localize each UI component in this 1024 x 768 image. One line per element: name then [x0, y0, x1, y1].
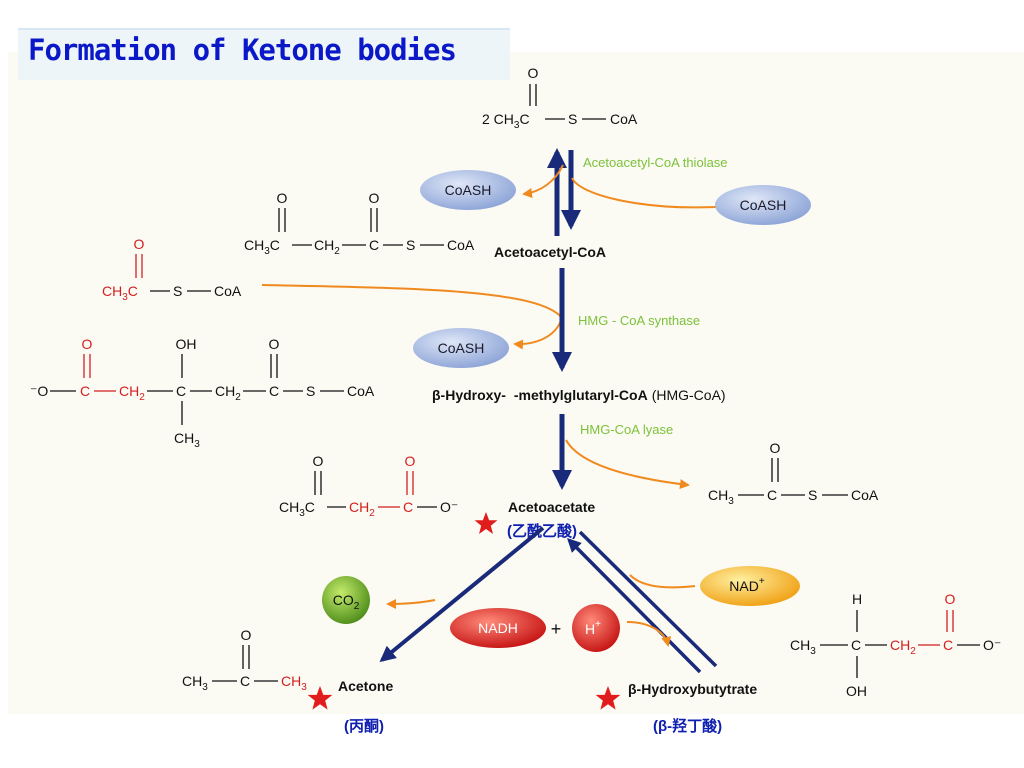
plus-sign: + [551, 619, 562, 639]
svg-text:OH: OH [846, 683, 867, 699]
enzyme-hmg-synthase: HMG - CoA synthase [578, 313, 700, 328]
acetyl-coa-released-structure: O CH3 C S CoA [708, 440, 879, 507]
hydroxybutyrate-label: β-Hydroxybutytrate [628, 681, 757, 697]
nadh-cofactor: NADH [450, 608, 546, 648]
title-box [18, 28, 510, 80]
coash-cofactor-left: CoASH [420, 170, 516, 210]
svg-text:O: O [241, 627, 252, 643]
svg-text:O: O [82, 336, 93, 352]
svg-text:CH3C: CH3C [279, 499, 315, 519]
svg-text:CH2: CH2 [119, 383, 145, 403]
svg-text:C: C [403, 499, 413, 515]
svg-text:CH3: CH3 [182, 673, 208, 693]
svg-text:S: S [306, 383, 315, 399]
nad-plus-cofactor: NAD+ [700, 566, 800, 606]
svg-text:C: C [269, 383, 279, 399]
slide-title: Formation of Ketone bodies [28, 33, 457, 67]
svg-text:CH3: CH3 [790, 637, 816, 657]
svg-text:C: C [240, 673, 250, 689]
reduction-arrow-reverse [567, 538, 702, 674]
svg-text:O: O [369, 190, 380, 206]
acetoacetate-label: Acetoacetate [508, 499, 595, 515]
svg-text:S: S [406, 237, 415, 253]
svg-text:CoASH: CoASH [438, 340, 485, 356]
svg-text:CoA: CoA [347, 383, 375, 399]
acetoacetate-structure: O O CH3C CH2 C O⁻ [279, 453, 458, 519]
proton-cofactor: H+ [572, 604, 620, 652]
hmg-coa-label: β-Hydroxy--methylglutaryl-CoA(HMG-CoA) [432, 387, 726, 403]
hmg-coa-structure: O OH O ⁻O C CH2 C CH2 C S CoA CH3 [30, 336, 375, 450]
svg-text:C: C [851, 637, 861, 653]
svg-text:CH3: CH3 [174, 430, 200, 450]
coash-cofactor-synthase: CoASH [413, 328, 509, 368]
svg-text:CoA: CoA [447, 237, 475, 253]
svg-text:CoA: CoA [610, 111, 638, 127]
svg-text:O: O [269, 336, 280, 352]
acetyl-coa-red-structure: O CH3C S CoA [102, 236, 242, 303]
svg-text:CH2: CH2 [349, 499, 375, 519]
formula-text: 2 CH3C [482, 111, 530, 131]
svg-text:S: S [808, 487, 817, 503]
svg-text:CH3: CH3 [281, 673, 307, 693]
svg-text:CH3C: CH3C [102, 283, 138, 303]
star-acetoacetate [474, 512, 498, 534]
svg-text:CoASH: CoASH [445, 182, 492, 198]
svg-text:C: C [943, 637, 953, 653]
svg-text:O: O [945, 591, 956, 607]
svg-text:CH2: CH2 [314, 237, 340, 257]
svg-text:H+: H+ [585, 619, 601, 637]
svg-text:O: O [405, 453, 416, 469]
svg-text:O⁻: O⁻ [440, 499, 458, 515]
coash-cofactor-right: CoASH [715, 185, 811, 225]
svg-text:C: C [80, 383, 90, 399]
svg-text:CH3C: CH3C [244, 237, 280, 257]
svg-text:O: O [134, 236, 145, 252]
co2-cofactor: CO2 [322, 576, 370, 624]
svg-text:C: C [767, 487, 777, 503]
diagram-background-panel [8, 52, 1024, 714]
svg-text:CH2: CH2 [215, 383, 241, 403]
svg-text:C: C [176, 383, 186, 399]
svg-text:CH2: CH2 [890, 637, 916, 657]
acetone-label: Acetone [338, 678, 393, 694]
svg-text:CO2: CO2 [333, 592, 360, 612]
svg-text:⁻O: ⁻O [30, 383, 48, 399]
svg-text:CoA: CoA [214, 283, 242, 299]
svg-text:OH: OH [176, 336, 197, 352]
decarboxylation-arrow [379, 526, 545, 663]
svg-text:NAD+: NAD+ [729, 576, 765, 594]
svg-text:C: C [369, 237, 379, 253]
enzyme-hmg-lyase: HMG-CoA lyase [580, 422, 673, 437]
reduction-arrow-forward [578, 530, 718, 668]
svg-text:O: O [313, 453, 324, 469]
hydroxybutyrate-structure: H O CH3 C CH2 C O⁻ OH [790, 591, 1001, 699]
svg-text:O: O [770, 440, 781, 456]
svg-text:CoASH: CoASH [740, 197, 787, 213]
svg-text:O: O [277, 190, 288, 206]
acetone-chinese-label: (丙酮) [344, 718, 384, 735]
acetoacetyl-coa-label: Acetoacetyl-CoA [494, 244, 606, 260]
hydroxybutyrate-chinese-label: (β-羟丁酸) [653, 717, 722, 735]
svg-text:O⁻: O⁻ [983, 637, 1001, 653]
acetone-structure: O CH3 C CH3 [182, 627, 307, 693]
svg-text:CoA: CoA [851, 487, 879, 503]
enzyme-thiolase: Acetoacetyl-CoA thiolase [583, 155, 728, 170]
svg-text:S: S [568, 111, 577, 127]
star-hydroxybutyrate [595, 686, 621, 710]
star-acetone [307, 686, 333, 710]
acetoacetyl-coa-structure: O O CH3C CH2 C S CoA [244, 190, 475, 257]
svg-text:CH3: CH3 [708, 487, 734, 507]
acetyl-coa-pair-structure: O 2 CH3C S CoA [482, 65, 638, 131]
svg-text:H: H [852, 591, 862, 607]
svg-text:NADH: NADH [478, 620, 518, 636]
carbonyl-oxygen: O [528, 65, 539, 81]
svg-text:S: S [173, 283, 182, 299]
